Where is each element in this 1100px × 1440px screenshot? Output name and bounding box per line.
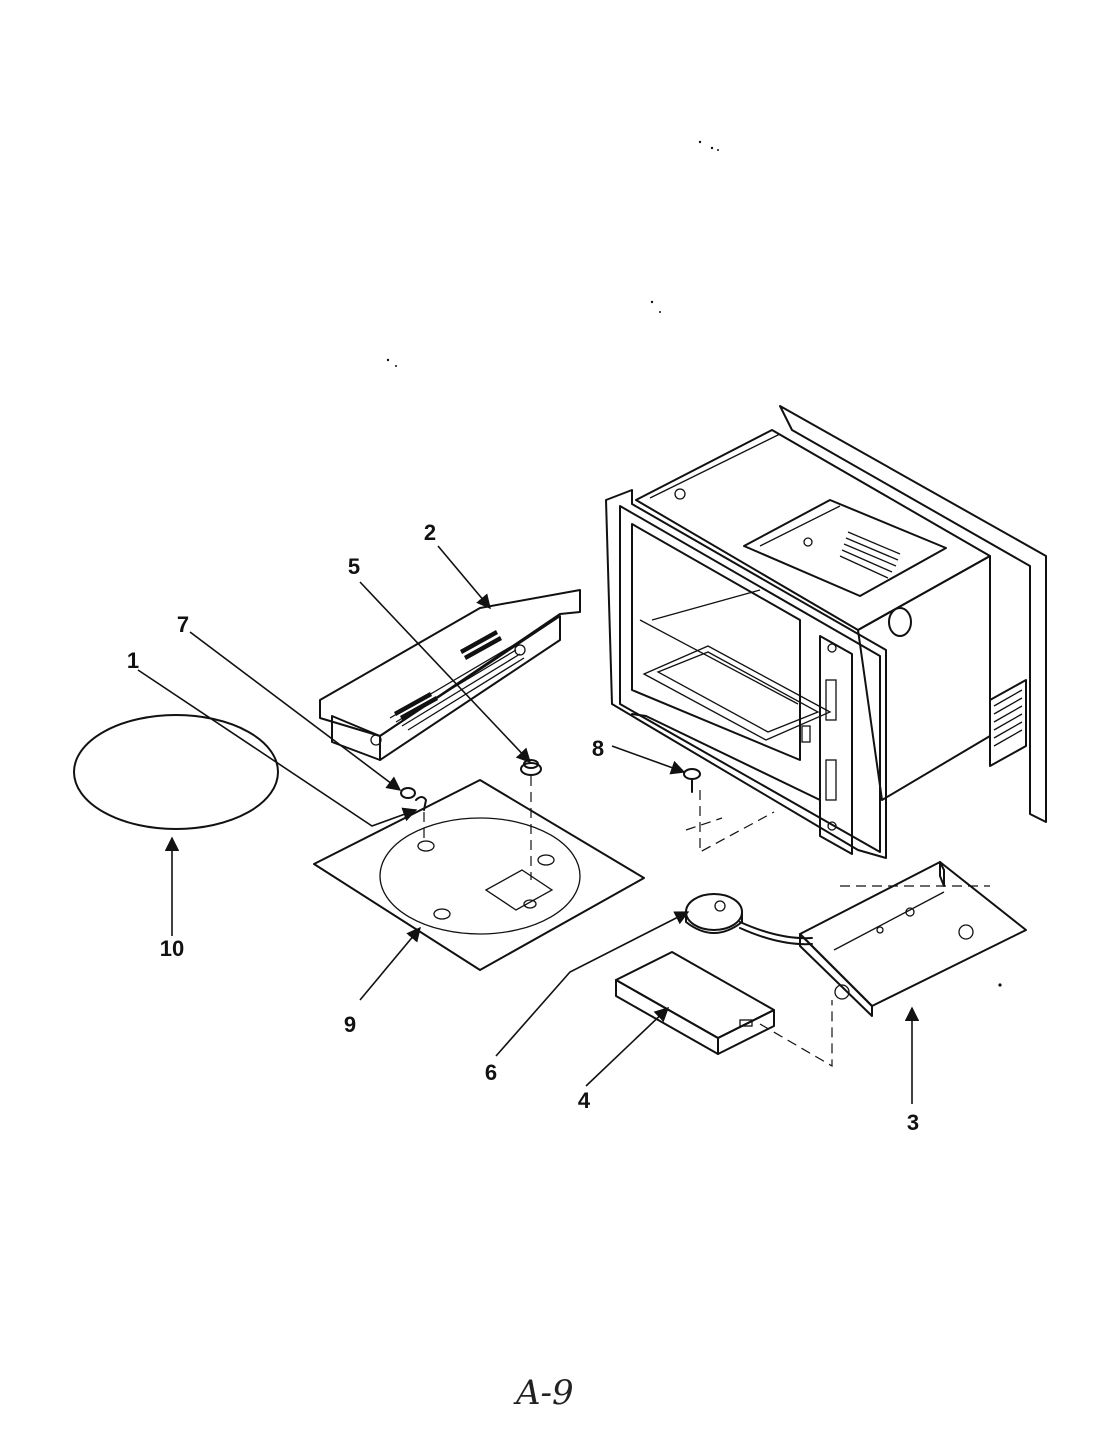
part-5-coupler [520,759,542,776]
part-1-clip [415,796,427,811]
part-10-glass-tray [73,714,279,830]
callout-9: 9 [344,1012,356,1037]
callout-4: 4 [578,1088,591,1113]
callout-6: 6 [485,1060,497,1085]
callout-1: 1 [127,648,139,673]
part-3-base-plate [799,861,1027,1017]
part-2-stirrer-cover [319,589,581,761]
scan-specks [386,140,1002,987]
part-8-screw [683,768,701,793]
oven-cavity [605,405,1047,859]
callout-8: 8 [592,736,604,761]
callout-10: 10 [160,936,184,961]
part-4-motor-cover [615,951,775,1055]
callout-5: 5 [348,554,360,579]
callout-2: 2 [424,520,436,545]
part-9-bottom-plate [313,779,645,971]
callout-3: 3 [907,1110,919,1135]
page-label: A-9 [513,1373,574,1413]
callout-7: 7 [177,612,189,637]
part-7-nut [400,787,416,799]
part-6-motor [685,893,813,946]
leader-lines [137,545,920,1104]
